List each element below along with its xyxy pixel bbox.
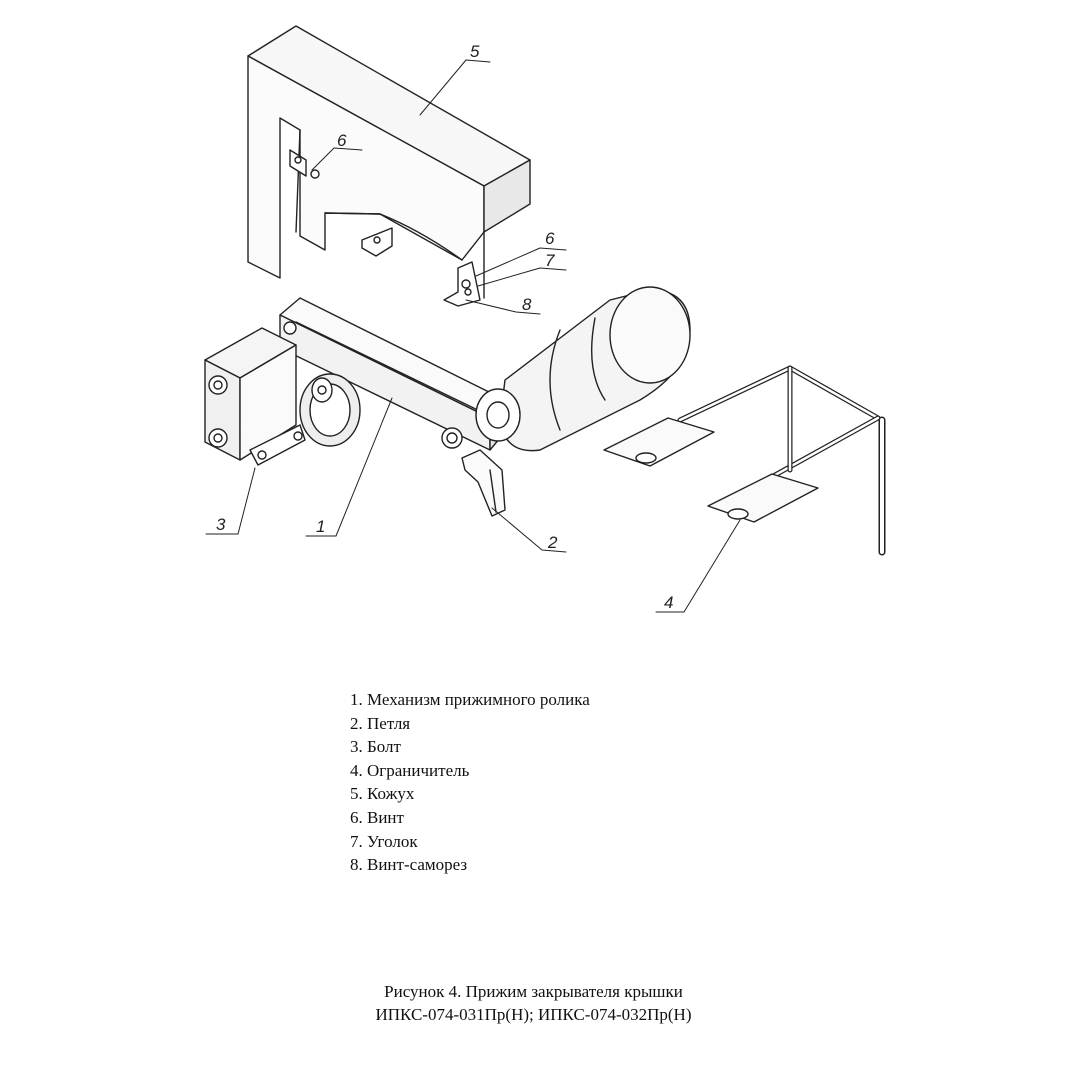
legend-item: 8. Винт-саморез bbox=[350, 855, 468, 875]
legend-item: 3. Болт bbox=[350, 737, 401, 757]
callout-2: 2 bbox=[547, 533, 558, 552]
caption-line-1: Рисунок 4. Прижим закрывателя крышки bbox=[384, 982, 683, 1001]
motor-cylinder bbox=[475, 286, 691, 452]
callout-1: 1 bbox=[316, 517, 325, 536]
limiter-frame bbox=[603, 365, 886, 556]
technical-drawing: 5 6 6 7 8 3 1 2 4 bbox=[204, 25, 886, 613]
parts-legend: 1. Механизм прижимного ролика 2. Петля 3… bbox=[350, 688, 590, 877]
caption-line-2: ИПКС-074-031Пр(Н); ИПКС-074-032Пр(Н) bbox=[375, 1005, 692, 1024]
figure-caption: Рисунок 4. Прижим закрывателя крышки ИПК… bbox=[0, 980, 1067, 1026]
legend-item: 7. Уголок bbox=[350, 831, 418, 851]
callout-8: 8 bbox=[522, 295, 532, 314]
cover-housing bbox=[247, 25, 531, 299]
callout-6-top: 6 bbox=[337, 131, 347, 150]
callout-3: 3 bbox=[216, 515, 226, 534]
legend-item: 6. Винт bbox=[350, 807, 404, 827]
legend-item: 4. Ограничитель bbox=[350, 760, 470, 780]
callout-7: 7 bbox=[545, 251, 555, 270]
cover-brackets bbox=[289, 149, 481, 307]
legend-item: 1. Механизм прижимного ролика bbox=[350, 690, 590, 709]
legend-item: 5. Кожух bbox=[350, 784, 415, 804]
gear-wheel bbox=[299, 373, 361, 447]
leader-lines bbox=[205, 59, 741, 613]
callout-4: 4 bbox=[664, 593, 673, 612]
callout-6-right: 6 bbox=[545, 229, 555, 248]
legend-item: 2. Петля bbox=[350, 713, 411, 733]
hinge bbox=[461, 449, 506, 517]
callout-5: 5 bbox=[470, 42, 480, 61]
bolt-block bbox=[204, 327, 306, 466]
